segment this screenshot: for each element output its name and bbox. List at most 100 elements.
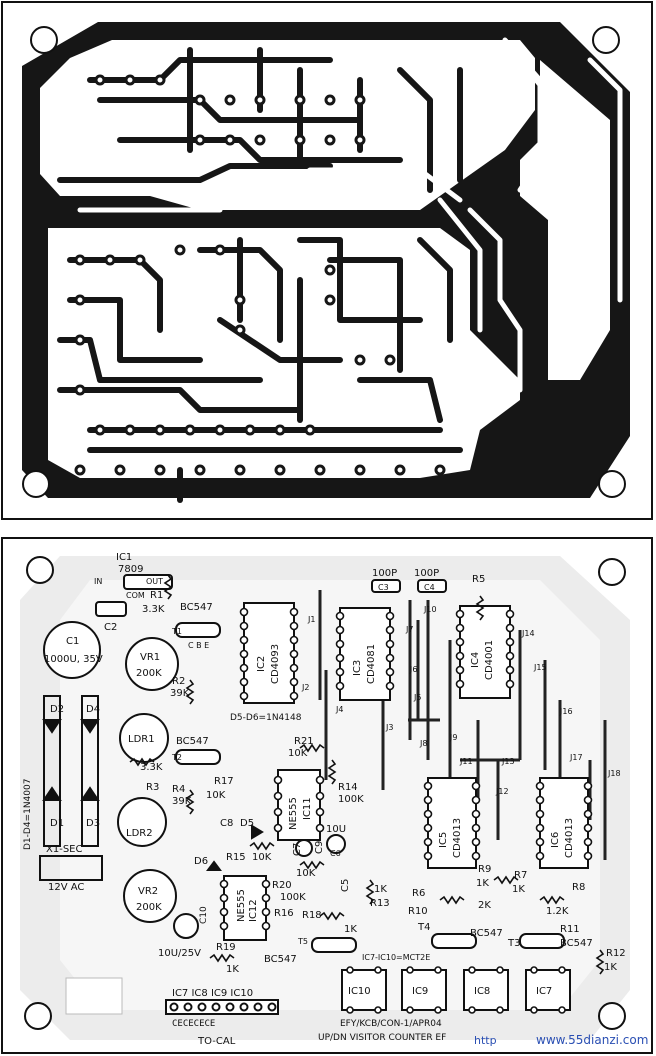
t1-cbe: C B E (188, 641, 209, 650)
ic5-part: CD4013 (452, 818, 463, 858)
blank-label-area (65, 977, 123, 1015)
t1-bc547-label: BC547 (180, 602, 213, 613)
jumper-j18: J18 (607, 769, 621, 778)
jumper-j15: J15 (533, 663, 547, 672)
opto-note: IC7-IC10=MCT2E (362, 953, 430, 962)
mounting-hole (30, 26, 58, 54)
to-cal-connector (165, 999, 279, 1015)
ic1-com-label: COM (126, 591, 145, 600)
x1-label: X1-SEC (46, 844, 82, 855)
r4-value: 39K (172, 796, 192, 807)
c10-value: 10U/25V (158, 948, 201, 959)
r15-label: R15 (226, 852, 246, 863)
ic10-body (341, 969, 387, 1011)
vr1-value: 200K (136, 668, 162, 679)
ic11-label: IC11 (302, 797, 313, 820)
r-10k-a: 10K (296, 868, 316, 879)
r1-value: 3.3K (142, 604, 165, 615)
vr2-body (123, 869, 177, 923)
ic1-in-label: IN (94, 577, 102, 586)
t2-bc547-label: BC547 (176, 736, 209, 747)
c10-label: C10 (199, 906, 209, 924)
ic1-out-label: OUT (146, 577, 163, 586)
d5-label: D5 (240, 818, 254, 829)
r20-label: R20 (272, 880, 292, 891)
round-components (43, 621, 346, 939)
mounting-hole (598, 1002, 626, 1030)
r19-label: R19 (216, 942, 236, 953)
ic5-label: IC5 (438, 832, 449, 848)
jumper-j10: J10 (423, 605, 437, 614)
r-1k-a: 1K (512, 884, 525, 895)
c9-body (295, 839, 313, 857)
mounting-hole (24, 1002, 52, 1030)
t5-label: T5 (297, 937, 308, 946)
jumper-j8: J8 (419, 739, 427, 748)
jumper-j3: J3 (385, 723, 393, 732)
board-title: UP/DN VISITOR COUNTER EF (318, 1033, 446, 1043)
r19-value: 1K (226, 964, 239, 975)
ic8-label: IC8 (474, 986, 490, 997)
c3-value: 100P (372, 568, 397, 579)
jumper-j9: J9 (449, 733, 457, 742)
t3-bc547-label: BC547 (560, 938, 593, 949)
r13-label: R13 (370, 898, 390, 909)
r21-value: 10K (288, 748, 308, 759)
c5-label: C5 (340, 879, 351, 892)
ic11-part: NE555 (288, 797, 299, 830)
c4-label: C4 (424, 583, 435, 592)
c2-label: C2 (104, 622, 117, 633)
mounting-hole (22, 470, 50, 498)
jumper-j13: J13 (501, 757, 515, 766)
vr1-body (125, 637, 179, 691)
ic1-part-label: 7809 (118, 564, 143, 575)
jumper-j4: J4 (335, 705, 343, 714)
jumper-j11: J11 (459, 757, 473, 766)
r15-value: 10K (252, 852, 272, 863)
jumper-j6: J6 (409, 665, 417, 674)
jumper-j14: J14 (521, 629, 535, 638)
to-cal-label: TO-CAL (197, 1036, 236, 1047)
jumper-j17: J17 (569, 753, 583, 762)
signal-diodes (206, 824, 264, 871)
watermark-prefix: http (474, 1034, 497, 1047)
r3-label: R3 (146, 782, 159, 793)
ic3-label: IC3 (352, 660, 363, 676)
ic9-label: IC9 (412, 986, 428, 997)
ic4-body (459, 605, 511, 699)
mounting-hole (598, 558, 626, 586)
r5-label: R5 (472, 574, 485, 585)
white-traces (77, 37, 623, 393)
mounting-hole (592, 26, 620, 54)
ic3-body (339, 607, 391, 701)
c9-label: C9 (314, 841, 325, 854)
r11-value: 1.2K (546, 906, 569, 917)
r14-value: 100K (338, 794, 364, 805)
component-labels: IC1 7809 IN OUT COM R1 3.3K C2 C1 1000U,… (23, 552, 648, 1047)
r11-label: R11 (560, 924, 580, 935)
jumper-j1: J1 (307, 615, 315, 624)
resistor-symbols (129, 574, 605, 975)
ldr2-label: LDR2 (126, 828, 153, 839)
ic2-label: IC2 (256, 656, 267, 672)
r3-value: 3.3K (140, 762, 163, 773)
footer-ic-row: IC7 IC8 IC9 IC10 (172, 988, 253, 999)
ic6-body (539, 777, 589, 869)
ic1-label: IC1 (116, 552, 132, 563)
jumper-j16: J16 (559, 707, 573, 716)
ldr2-body (117, 797, 167, 847)
c4-value: 100P (414, 568, 439, 579)
c1-body (43, 621, 101, 679)
c6-body (326, 834, 346, 854)
r9-label: R9 (478, 864, 491, 875)
r16-label: R16 (274, 908, 294, 919)
bridge-diodes (39, 695, 103, 881)
ic7-body (525, 969, 571, 1011)
ic9-body (401, 969, 447, 1011)
mounting-hole (598, 470, 626, 498)
d6-label: D6 (194, 856, 208, 867)
d1-label: D1 (50, 818, 64, 829)
jumper-j2: J2 (301, 683, 309, 692)
c7-label: C7 (292, 843, 303, 856)
r10-label: R10 (408, 906, 428, 917)
